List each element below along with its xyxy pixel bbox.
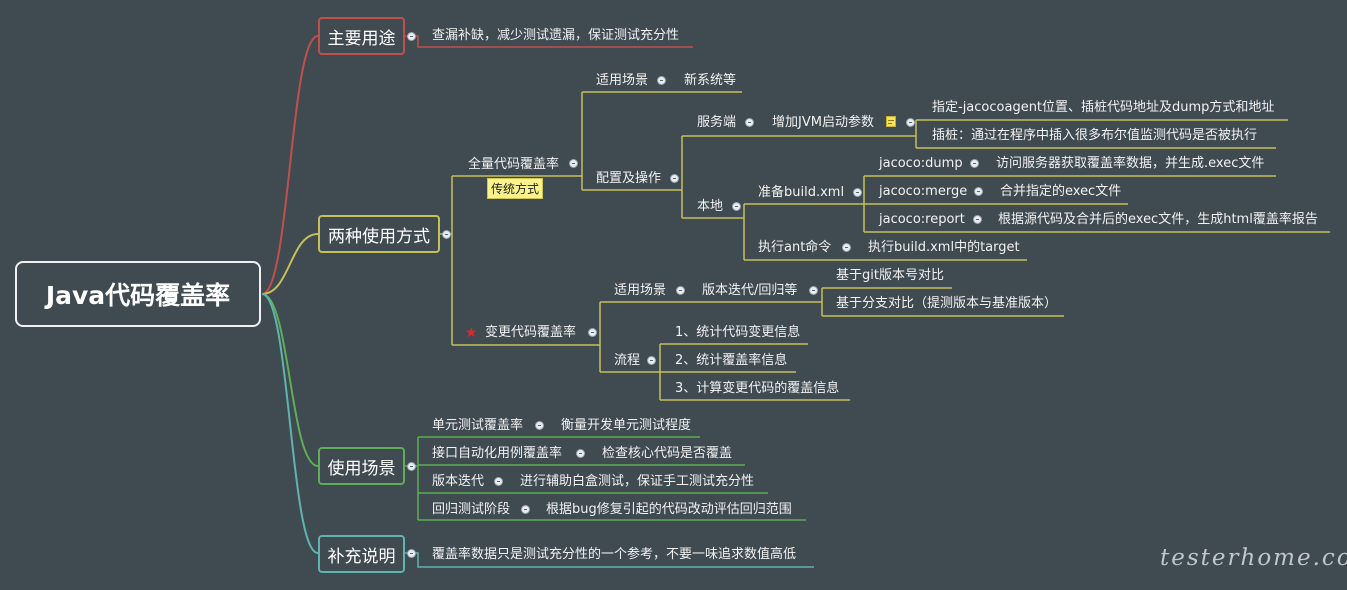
full-scene-value[interactable]: 新系统等	[684, 73, 737, 88]
note-icon[interactable]	[886, 116, 896, 127]
branch-modes[interactable]: 两种使用方式	[318, 215, 440, 253]
compare-branch[interactable]: 基于分支对比（提测版本与基准版本）	[836, 296, 1058, 311]
full-scene-label[interactable]: 适用场景	[596, 73, 649, 88]
collapse-icon[interactable]	[657, 76, 666, 85]
collapse-icon[interactable]	[974, 187, 983, 196]
collapse-icon[interactable]	[588, 328, 597, 337]
watermark: testerhome.com	[1160, 545, 1347, 571]
server-item-1[interactable]: 指定-jacocoagent位置、插桩代码地址及dump方式和地址	[932, 100, 1275, 115]
collapse-icon[interactable]	[732, 202, 741, 211]
server-label[interactable]: 服务端	[697, 115, 737, 130]
collapse-icon[interactable]	[670, 174, 679, 183]
flow-step-1[interactable]: 1、统计代码变更信息	[675, 325, 801, 340]
server-item-2[interactable]: 插桩：通过在程序中插入很多布尔值监测代码是否被执行	[932, 128, 1258, 143]
collapse-icon[interactable]	[676, 286, 685, 295]
collapse-icon[interactable]	[647, 356, 656, 365]
collapse-icon[interactable]	[442, 230, 451, 239]
branch-usage[interactable]: 主要用途	[318, 17, 405, 55]
collapse-icon[interactable]	[842, 243, 851, 252]
server-action[interactable]: 增加JVM启动参数	[772, 115, 874, 130]
scene-1-desc[interactable]: 衡量开发单元测试程度	[561, 418, 692, 433]
scene-1-name[interactable]: 单元测试覆盖率	[432, 418, 524, 433]
target-dump[interactable]: jacoco:dump	[879, 156, 963, 171]
diff-coverage-title[interactable]: 变更代码覆盖率	[485, 325, 577, 340]
collapse-icon[interactable]	[535, 421, 544, 430]
collapse-icon[interactable]	[853, 188, 862, 197]
diff-scene-label[interactable]: 适用场景	[614, 283, 667, 298]
link-root-modes	[261, 233, 319, 295]
collapse-icon[interactable]	[521, 505, 530, 514]
branch-scenes[interactable]: 使用场景	[318, 447, 405, 485]
flow-label[interactable]: 流程	[614, 353, 641, 368]
collapse-icon[interactable]	[970, 159, 979, 168]
link-root-notes	[261, 293, 319, 554]
scene-3-desc[interactable]: 进行辅助白盒测试，保证手工测试充分性	[520, 474, 755, 489]
collapse-icon[interactable]	[809, 286, 818, 295]
collapse-icon[interactable]	[745, 118, 754, 127]
scene-2-name[interactable]: 接口自动化用例覆盖率	[432, 446, 563, 461]
ant-label[interactable]: 执行ant命令	[758, 240, 832, 255]
root-node[interactable]: Java代码覆盖率	[15, 261, 261, 327]
build-xml-label[interactable]: 准备build.xml	[758, 185, 845, 200]
usage-desc[interactable]: 查漏补缺，减少测试遗漏，保证测试充分性	[432, 28, 680, 43]
flow-step-2[interactable]: 2、统计覆盖率信息	[675, 353, 788, 368]
collapse-icon[interactable]	[906, 118, 915, 127]
collapse-icon[interactable]	[407, 32, 416, 41]
target-merge[interactable]: jacoco:merge	[879, 184, 968, 199]
scene-4-desc[interactable]: 根据bug修复引起的代码改动评估回归范围	[546, 502, 792, 517]
notes-desc[interactable]: 覆盖率数据只是测试充分性的一个参考，不要一味追求数值高低	[432, 547, 797, 562]
link-root-scenes	[261, 293, 319, 467]
collapse-icon[interactable]	[576, 449, 585, 458]
branch-notes[interactable]: 补充说明	[318, 535, 405, 573]
full-coverage-title[interactable]: 全量代码覆盖率	[468, 157, 560, 172]
target-report-desc[interactable]: 根据源代码及合并后的exec文件，生成html覆盖率报告	[998, 212, 1318, 227]
collapse-icon[interactable]	[407, 462, 416, 471]
diff-scene-value[interactable]: 版本迭代/回归等	[702, 283, 798, 298]
scene-3-name[interactable]: 版本迭代	[432, 474, 485, 489]
compare-git[interactable]: 基于git版本号对比	[836, 268, 944, 283]
target-report[interactable]: jacoco:report	[879, 212, 965, 227]
collapse-icon[interactable]	[494, 477, 503, 486]
local-label[interactable]: 本地	[697, 199, 724, 214]
collapse-icon[interactable]	[569, 159, 578, 168]
link-root-usage	[261, 35, 319, 295]
target-dump-desc[interactable]: 访问服务器获取覆盖率数据，并生成.exec文件	[996, 156, 1265, 171]
tag-traditional: 传统方式	[487, 178, 544, 199]
full-config-label[interactable]: 配置及操作	[596, 171, 662, 186]
collapse-icon[interactable]	[407, 549, 416, 558]
star-icon: ★	[465, 325, 478, 341]
collapse-icon[interactable]	[973, 215, 982, 224]
flow-step-3[interactable]: 3、计算变更代码的覆盖信息	[675, 381, 840, 396]
scene-2-desc[interactable]: 检查核心代码是否覆盖	[602, 446, 733, 461]
scene-4-name[interactable]: 回归测试阶段	[432, 502, 511, 517]
ant-desc[interactable]: 执行build.xml中的target	[868, 240, 1020, 255]
target-merge-desc[interactable]: 合并指定的exec文件	[1000, 184, 1122, 199]
